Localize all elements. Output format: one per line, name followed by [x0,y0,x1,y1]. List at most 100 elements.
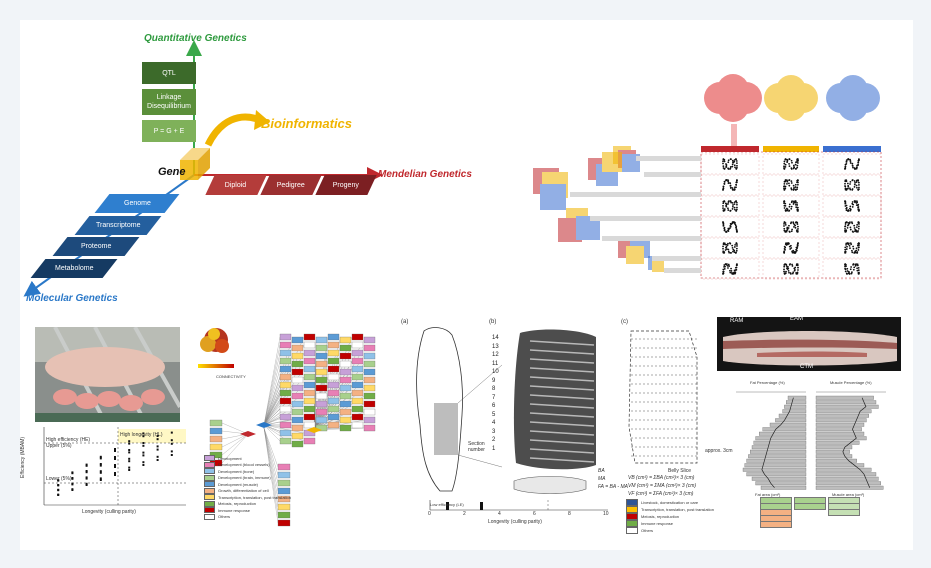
scatter-point [853,224,856,227]
section-number: 14 [492,335,499,341]
scatter-cell [822,258,882,280]
venn-red [704,74,762,122]
scatter-point [852,166,854,169]
scatter-point [857,266,860,269]
scatter-point [849,181,852,183]
fat-bar [782,409,807,414]
scatter-point [844,246,847,249]
scatter-point [793,166,795,168]
network-node [279,389,292,397]
efficiency-point [99,455,102,458]
scatter-point [735,186,737,189]
scatter-point [790,188,793,191]
network-edge [263,384,305,426]
scatter-point [732,250,734,253]
scatter-point [848,222,851,225]
scatter-point [845,160,848,163]
efficiency-point [170,454,173,456]
high-longevity-region [118,429,186,443]
scatter-point [783,250,785,253]
scatter-point [844,263,846,266]
network-node [277,511,291,519]
network-node [291,424,304,432]
scatter-point [792,189,795,191]
scatter-point [854,181,856,184]
venn-connector [731,124,737,146]
category-legend-item: Immune response [626,520,714,527]
scatter-point [722,250,725,253]
scatter-point [794,200,797,202]
network-node [339,344,352,352]
network-node [351,397,364,405]
scatter-point [791,265,794,267]
scatter-point [726,265,729,267]
scatter-point [784,210,787,212]
annotation-high-longevity: High longevity (HL) [120,432,163,438]
scatter-point [787,265,789,268]
scatter-point [844,200,846,202]
efficiency-point [128,449,131,451]
scatter-point [788,205,791,208]
scatter-point [724,263,727,265]
legend-swatch [204,500,215,507]
scatter-point [789,272,792,274]
scatter-point [852,263,855,265]
efficiency-point [85,471,88,474]
scatter-point [787,269,790,272]
scatter-point [731,163,734,166]
longevity-tick: 0 [428,511,431,517]
network-node [279,357,292,365]
scatter-point [722,245,724,248]
scatter-point [851,189,854,191]
efficiency-point [85,463,88,466]
scatter-point [794,183,797,186]
scatter-point [797,266,799,269]
scatter-point [848,272,851,275]
venn-scatter-figure [533,74,882,280]
scatter-point [794,186,797,188]
scatter-point [788,182,790,185]
network-node [303,365,316,373]
scatter-point [790,159,793,162]
scatter-point [736,179,738,181]
efficiency-point [71,482,74,485]
legend-swatch [204,481,215,488]
scatter-point [857,209,860,211]
category-label: Immune response [641,521,674,526]
scatter-point [796,209,799,212]
scatter-point [788,271,790,274]
network-node [279,341,292,349]
scatter-point [856,244,859,247]
muscle-bar [815,400,877,405]
scatter-point [844,185,846,187]
scatter-point [783,160,786,163]
scatter-point [729,167,732,170]
network-node [315,336,328,344]
network-node [291,408,304,416]
scatter-point [722,242,725,245]
scatter-point [797,242,799,244]
scatter-point [787,267,790,270]
slice-lines [631,338,697,457]
gene-label: Gene [158,166,186,178]
scatter-point [857,181,860,184]
scatter-point [795,221,798,223]
section-number: 5 [492,411,496,418]
scatter-point [792,167,795,170]
square-venn-2 [588,152,622,186]
scatter-point [783,268,785,271]
category-legend-item: Others [626,527,714,534]
scatter-point [722,221,724,223]
scatter-point [794,163,797,166]
legend-item: Development (bone) [204,468,291,475]
network-node [279,397,292,405]
fat-bar [751,445,807,450]
efficiency-point [142,451,145,454]
network-edge [263,336,281,426]
network-node [339,360,352,368]
network-node [303,381,316,389]
belly-cross-section-photo [717,317,901,371]
scatter-point [733,206,736,209]
fat-bar [778,413,807,418]
scatter-point [727,267,729,269]
